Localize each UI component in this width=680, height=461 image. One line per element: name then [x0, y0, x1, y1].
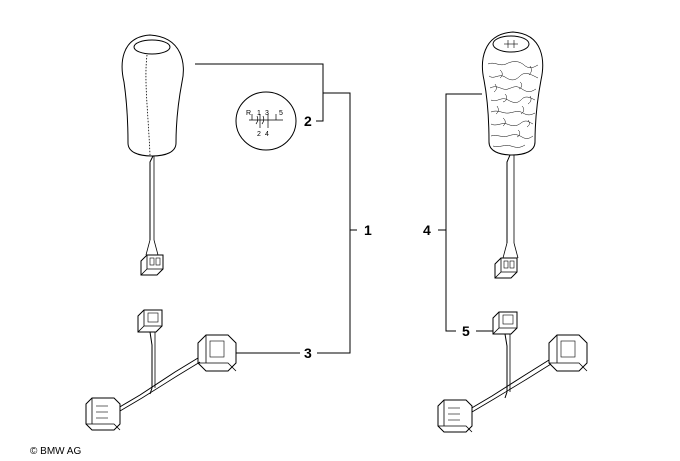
callouts: 1 2 3 4 5 — [304, 113, 470, 361]
shift-pattern-emblem: R 1 3 5 2 4 — [235, 91, 297, 151]
leader-bracket-1 — [317, 92, 351, 354]
shift-label-5: 5 — [279, 110, 283, 117]
knob-plug-right — [494, 257, 518, 279]
gear-knob-wood — [481, 31, 544, 259]
callout-2: 2 — [304, 113, 312, 129]
callout-3: 3 — [304, 345, 312, 361]
wiring-harness-right — [437, 311, 588, 433]
callout-4: 4 — [423, 222, 431, 238]
gear-knob-leather — [121, 34, 184, 256]
shift-label-1: 1 — [257, 110, 261, 117]
knob-plug-left — [140, 254, 164, 276]
shift-label-r: R — [246, 110, 251, 117]
shift-label-2: 2 — [257, 131, 261, 138]
shift-label-4: 4 — [265, 131, 269, 138]
leader-lines — [195, 63, 493, 354]
callout-1: 1 — [364, 222, 372, 238]
wiring-harness-left — [85, 309, 237, 431]
shift-label-3: 3 — [265, 110, 269, 117]
callout-5: 5 — [462, 323, 470, 339]
copyright-label: © BMW AG — [30, 446, 82, 457]
leader-bracket-4 — [445, 93, 482, 332]
